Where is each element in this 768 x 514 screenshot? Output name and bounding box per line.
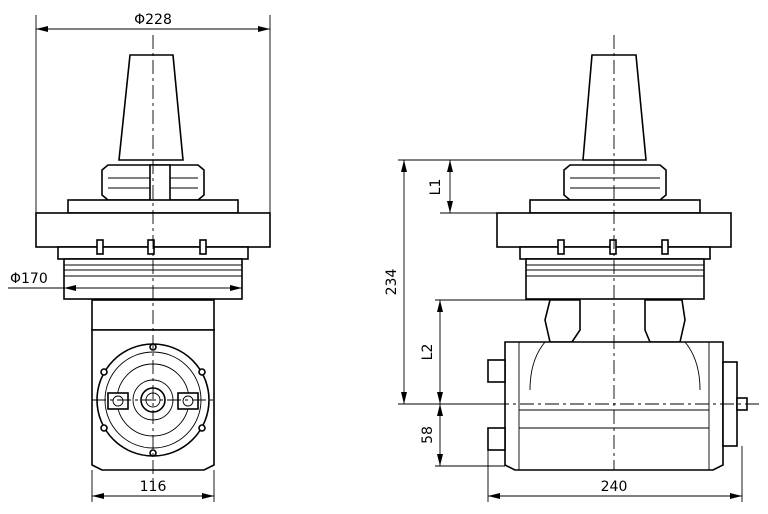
dim-spindle-offset: 58 bbox=[420, 426, 436, 444]
side-neck-right bbox=[644, 299, 686, 343]
side-body-170 bbox=[525, 258, 705, 300]
side-cap-left-bottom bbox=[487, 427, 506, 451]
dim-total-width: 240 bbox=[601, 479, 628, 495]
dim-body-diameter: Φ170 bbox=[10, 271, 48, 287]
side-neck-left bbox=[544, 299, 581, 343]
side-upper-ring bbox=[529, 199, 701, 214]
side-cap-left-top bbox=[487, 359, 506, 383]
front-view: Φ228 Φ170 116 bbox=[8, 12, 271, 502]
side-view: L1 234 L2 58 240 bbox=[384, 35, 760, 502]
dim-housing-width: 116 bbox=[140, 479, 167, 495]
side-taper-shank bbox=[582, 54, 647, 161]
front-taper-shank bbox=[118, 54, 184, 161]
dim-l2: L2 bbox=[420, 344, 436, 361]
dim-l1: L1 bbox=[428, 179, 444, 196]
dim-total-height: 234 bbox=[384, 269, 400, 296]
side-taper-collar bbox=[563, 164, 667, 201]
dim-flange-diameter: Φ228 bbox=[134, 12, 172, 28]
